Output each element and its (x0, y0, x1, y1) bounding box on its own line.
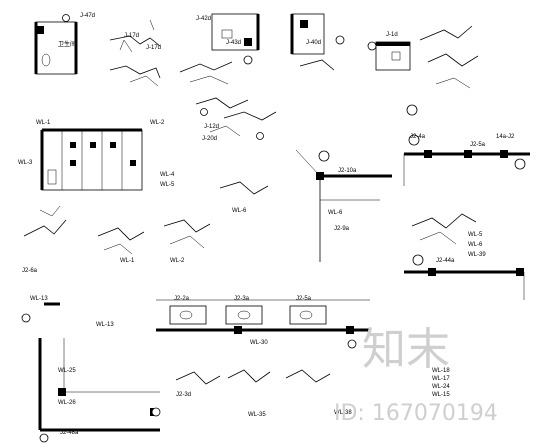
long-plan-bottom: J2-2a J2-3a J2-5a WL-30 (156, 296, 370, 349)
pipe-label: J-47d (80, 13, 95, 19)
pipe-label: WL-2 (150, 120, 165, 126)
pipe-label: WL-2 (170, 258, 185, 264)
riser-sketch-center: J-12d J-20d (195, 97, 277, 142)
pipe-label: J-1d (386, 32, 398, 38)
bathroom-plan-topleft: 卫生间 J-47d (34, 13, 95, 75)
riser-sketch-bottom: J2-3d WL-35 WL-38 (175, 369, 352, 418)
pipe-label: J2-6a (22, 268, 38, 274)
corridor-plan-right-bottom: J2-44a (404, 254, 525, 300)
l-shaped-plan-bottomleft: WL-25 WL-26 J2-48a WL-13 WL-13 (21, 296, 161, 443)
bathroom-plan-j1: J-1d (367, 25, 479, 89)
pipe-label: WL-38 (334, 410, 352, 416)
pipe-label: J2-9a (334, 226, 350, 232)
watermark: 知末 ID: 167070194 (334, 324, 498, 426)
watermark-brand: 知末 (362, 324, 450, 375)
pipe-label: J2-5a (296, 296, 312, 302)
pipe-label: 14a-J2 (496, 134, 515, 140)
pipe-label: J-20d (202, 136, 217, 142)
pipe-label: WL-24 (432, 384, 450, 390)
pipe-label: WL-17 (432, 376, 450, 382)
pipe-label: J2-4a (410, 134, 426, 140)
pipe-label: WL-6 (468, 242, 483, 248)
pipe-label: WL-5 (468, 232, 483, 238)
pipe-label: J-17d (124, 33, 139, 39)
riser-sketch-j17d: J-17d J-17d (109, 19, 161, 87)
public-toilet-plan: WL-1 WL-2 WL-3 WL-4 WL-5 (18, 120, 175, 191)
pipe-label: J2-48a (60, 430, 79, 436)
room-tag: 卫生间 (58, 40, 76, 48)
bathroom-plan-j40: J-40d (290, 13, 345, 71)
riser-sketch-left: J2-6a WL-1 WL-2 WL-6 (22, 181, 269, 274)
pipe-label: WL-13 (96, 322, 114, 328)
pipe-label: J2-10a (338, 168, 357, 174)
pipe-label: WL-26 (58, 400, 76, 406)
pipe-label: WL-39 (468, 252, 486, 258)
pipe-label: J2-3d (176, 392, 191, 398)
corridor-plan-center: J2-10a WL-6 J2-9a (295, 149, 392, 262)
riser-sketch-right: WL-5 WL-6 WL-39 (411, 213, 486, 258)
pipe-label: WL-25 (58, 368, 76, 374)
pipe-label: WL-6 (328, 210, 343, 216)
pipe-label: WL-1 (120, 258, 135, 264)
watermark-id: ID: 167070194 (334, 401, 498, 426)
bathroom-plan-j42: J-42d J-43d (179, 13, 260, 85)
pipe-label: WL-5 (160, 182, 175, 188)
pipe-label: WL-1 (36, 120, 51, 126)
pipe-label: J-42d (196, 16, 211, 22)
pipe-label: WL-6 (232, 208, 247, 214)
pipe-label: J2-5a (470, 142, 486, 148)
pipe-label: J-17d (146, 45, 161, 51)
pipe-label: J-40d (306, 40, 321, 46)
pipe-label: WL-13 (30, 296, 48, 302)
pipe-label: WL-18 (432, 368, 450, 374)
pipe-label: J2-3a (234, 296, 250, 302)
pipe-label: J-12d (204, 124, 219, 130)
pipe-label: WL-3 (18, 160, 33, 166)
pipe-label: WL-4 (160, 172, 175, 178)
corridor-plan-right-top: J2-4a 14a-J2 J2-5a (403, 104, 530, 186)
pipe-label: J2-2a (174, 296, 190, 302)
pipe-label: J-43d (226, 40, 241, 46)
pipe-label: J2-44a (436, 258, 455, 264)
pipe-label: WL-30 (250, 340, 268, 346)
pipe-label: WL-15 (432, 392, 450, 398)
pipe-label-stack: WL-18 WL-17 WL-24 WL-15 (432, 368, 450, 398)
pipe-label: WL-35 (248, 412, 266, 418)
